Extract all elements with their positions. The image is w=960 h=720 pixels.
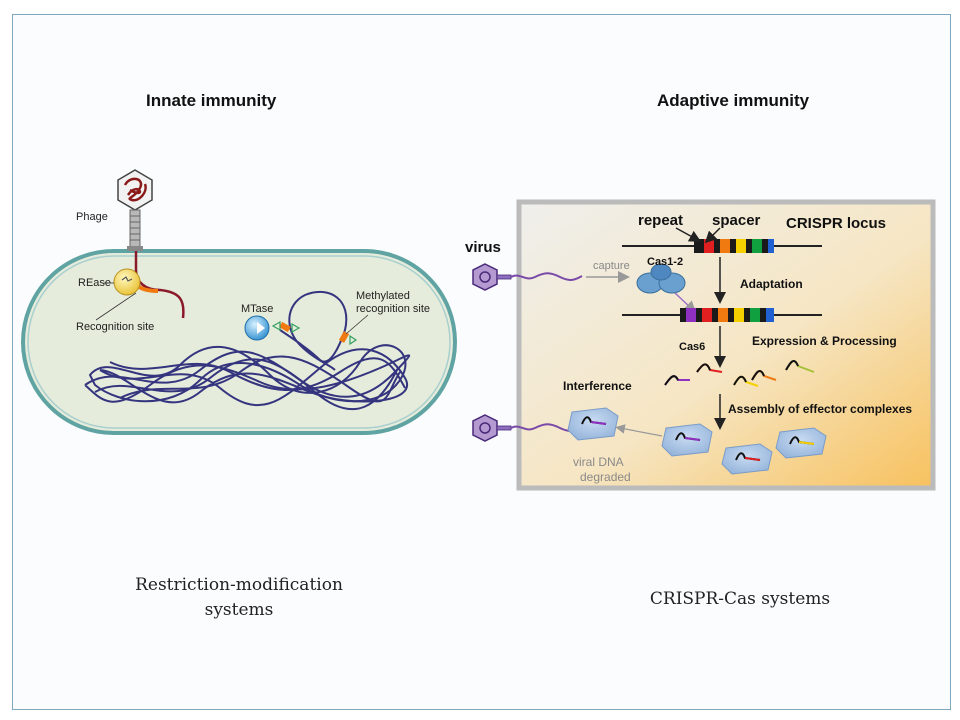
right-caption: CRISPR-Cas systems bbox=[649, 589, 831, 609]
viral-dna-label-2: degraded bbox=[580, 470, 631, 484]
crispr-locus-label: CRISPR locus bbox=[786, 215, 886, 232]
site-mark-2 bbox=[338, 331, 350, 343]
mtase-enzyme bbox=[244, 315, 270, 341]
recognition-site-label: Recognition site bbox=[76, 321, 154, 333]
phage-label: Phage bbox=[76, 211, 108, 223]
methylated-leader bbox=[345, 314, 369, 335]
cas6-label: Cas6 bbox=[679, 341, 705, 353]
spacer-arrow bbox=[704, 227, 721, 244]
rease-label: REase bbox=[78, 277, 111, 289]
repeat-label: repeat bbox=[638, 212, 683, 229]
methyl-mark-3 bbox=[349, 334, 358, 346]
mtase-label: MTase bbox=[241, 303, 273, 315]
phage-particle bbox=[117, 169, 153, 251]
methylated-label-1: Methylated bbox=[356, 290, 410, 302]
cas12-complex bbox=[636, 263, 686, 294]
crispr-array-top bbox=[694, 239, 774, 253]
left-caption-line2: systems bbox=[204, 600, 274, 620]
methyl-mark-2 bbox=[271, 320, 281, 332]
methylated-label-2: recognition site bbox=[356, 303, 430, 315]
left-caption: Restriction-modification systems bbox=[110, 573, 368, 623]
rease-enzyme bbox=[113, 268, 141, 296]
virus-top bbox=[472, 263, 583, 291]
repeat-arrow bbox=[675, 227, 702, 242]
crispr-array-expanded bbox=[680, 308, 774, 322]
effector-complex-3 bbox=[775, 427, 827, 459]
adaptation-label: Adaptation bbox=[740, 277, 803, 291]
innate-immunity-title: Innate immunity bbox=[146, 91, 277, 110]
expression-label: Expression & Processing bbox=[752, 334, 897, 348]
site-mark-1 bbox=[279, 321, 291, 333]
adaptive-immunity-title: Adaptive immunity bbox=[657, 91, 810, 110]
capture-label: capture bbox=[593, 260, 630, 272]
interference-arrow bbox=[615, 424, 663, 437]
cas12-label: Cas1-2 bbox=[647, 256, 683, 268]
recognition-leader bbox=[95, 292, 137, 321]
interference-complex bbox=[567, 407, 619, 441]
dna-loop bbox=[279, 290, 348, 371]
effector-complex-2 bbox=[721, 443, 773, 475]
chromosome bbox=[84, 344, 411, 411]
effector-complex-1 bbox=[661, 423, 713, 457]
viral-dna-label-1: viral DNA bbox=[573, 455, 624, 469]
virus-label: virus bbox=[465, 239, 501, 256]
methyl-mark-1 bbox=[291, 322, 301, 334]
assembly-label: Assembly of effector complexes bbox=[728, 402, 912, 416]
interference-label: Interference bbox=[563, 379, 632, 393]
crrna-row bbox=[664, 360, 815, 387]
integration-arrow bbox=[674, 292, 697, 314]
left-caption-line1: Restriction-modification bbox=[135, 575, 343, 595]
spacer-label: spacer bbox=[712, 212, 761, 229]
